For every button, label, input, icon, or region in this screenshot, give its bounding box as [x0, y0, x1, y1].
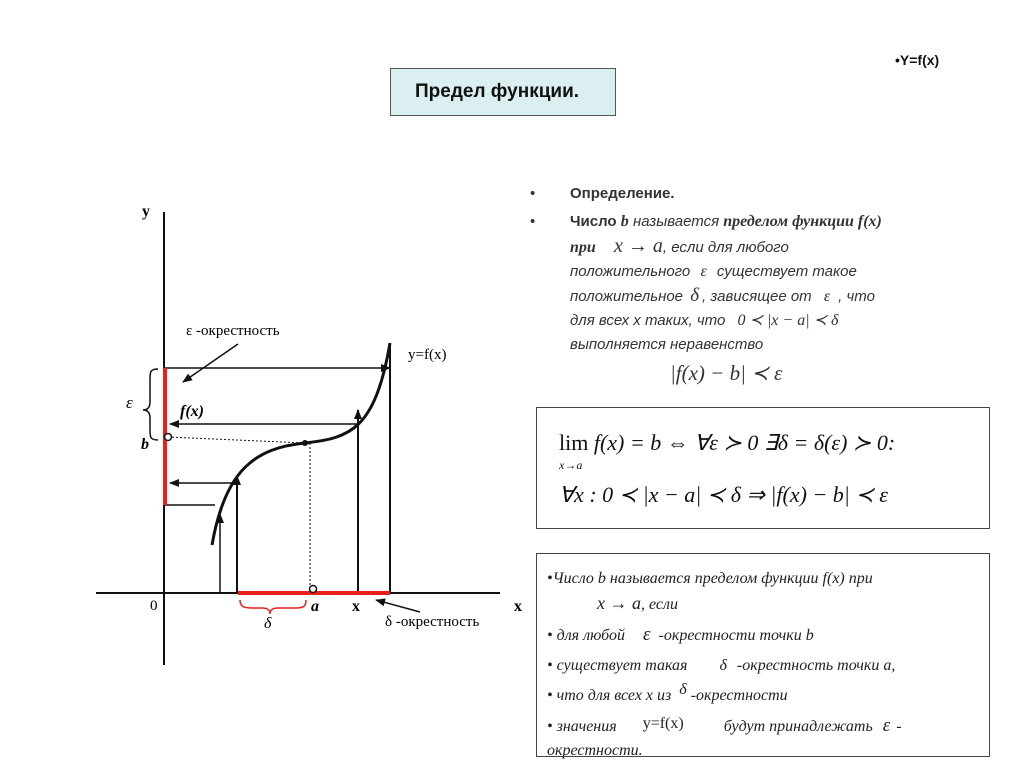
delta-brace [239, 599, 307, 615]
prop-line-2: • для любой ε -окрестности точки b [547, 620, 979, 651]
formula-lim: lim [559, 430, 589, 455]
prop-5c: - [896, 718, 902, 735]
properties-box: •Число b называется пределом функции f(x… [536, 553, 990, 759]
def-x-to-a: x → a [613, 235, 663, 257]
def-called: называется [632, 213, 720, 230]
definition-block: • Определение. • Число b называется пред… [530, 182, 980, 385]
def-limit-phrase: пределом функции f(x) [723, 213, 882, 230]
prop-5-eps: ε [882, 715, 891, 736]
delta-annotation-arrow [375, 598, 421, 613]
definition-text: • Число b называется пределом функции f(… [530, 210, 980, 385]
prop-2-eps: ε [643, 624, 651, 645]
prop-line-3: • существует такая δ -окрестность точки a… [547, 651, 979, 681]
point-a [308, 584, 318, 594]
formula-lim-sub: x→a [559, 458, 583, 472]
point-b [163, 432, 173, 442]
prop-2b: -окрестности точки b [658, 627, 814, 644]
formula-line-1: lim x→a f(x) = b ⇔ ∀ε ≻ 0 ∃δ = δ(ε) ≻ 0: [559, 430, 896, 472]
formula-line-2: ∀x : 0 ≺ |x − a| ≺ δ ⇒ |f(x) − b| ≺ ε [559, 482, 888, 507]
def-line2b: существует такое [716, 263, 857, 280]
prop-4-delta: δ [679, 681, 687, 698]
def-line3b: , зависящее от [702, 288, 812, 305]
prop-line-1: •Число b называется пределом функции f(x… [547, 564, 979, 594]
prop-2a: • для любой [547, 627, 625, 644]
def-intro: Число [570, 213, 617, 230]
curve-label: y=f(x) [408, 347, 446, 363]
corner-label: •Y=f(x) [895, 52, 940, 68]
def-at: при [570, 239, 596, 256]
def-line3c: , что [838, 288, 875, 305]
formula-box: lim x→a f(x) = b ⇔ ∀ε ≻ 0 ∃δ = δ(ε) ≻ 0:… [536, 407, 990, 529]
b-label: b [141, 436, 149, 453]
def-b: b [620, 213, 629, 230]
page-title: Предел функции. [390, 68, 616, 116]
def-line1-rest: , если для любого [662, 239, 789, 256]
dotted-guide-h [167, 436, 306, 444]
bullet: • [530, 213, 536, 230]
a-label: a [311, 598, 319, 615]
prop-5-fx: y=f(x) [642, 715, 684, 732]
fx-label: f(x) [180, 403, 204, 420]
page-title-text: Предел функции. [415, 81, 580, 102]
prop-5b: будут принадлежать [723, 718, 873, 735]
def-line4a: для всех x таких, что [570, 312, 726, 329]
def-eps: ε [700, 263, 707, 280]
prop-1a: •Число b называется пределом функции f(x… [547, 570, 873, 587]
definition-heading: Определение. [570, 185, 675, 202]
def-delta: δ [690, 285, 700, 306]
eps-brace [142, 368, 159, 441]
prop-3a: • существует такая [547, 657, 688, 674]
prop-3b: -окрестность точки a, [736, 657, 896, 674]
limit-graph: y x 0 b f(x) y=f(x) ε ε -окрестность a x… [96, 203, 522, 665]
prop-line-4: • что для всех x из δ-окрестности [547, 681, 979, 711]
eps-annotation-arrow [182, 343, 239, 383]
formula-line-1-text: f(x) = b ⇔ ∀ε ≻ 0 ∃δ = δ(ε) ≻ 0: [593, 430, 896, 455]
def-line3a: положительное [570, 288, 684, 305]
def-eps-2: ε [823, 288, 831, 305]
prop-3-delta: δ [719, 657, 727, 674]
prop-4a: • что для всех x из [547, 687, 672, 704]
prop-4b: -окрестности [690, 687, 788, 704]
eps-neighborhood-label: ε -окрестность [186, 323, 280, 339]
definition-heading-row: • Определение. [530, 182, 980, 206]
def-inequality: |f(x) − b| ≺ ε [670, 361, 783, 385]
y-axis-label: y [142, 203, 150, 220]
x-axis-label: x [514, 598, 522, 615]
prop-1c: , если [641, 596, 678, 613]
function-curve [210, 342, 392, 546]
prop-1b: x → a [597, 593, 641, 613]
delta-neighborhood-label: δ -окрестность [385, 614, 479, 630]
x-point-label: x [352, 598, 360, 615]
prop-line-1b: x → a, если [547, 588, 979, 620]
def-line5: выполняется неравенство [570, 336, 764, 353]
bullet: • [530, 185, 536, 202]
prop-line-5: • значения y=f(x) будут принадлежать ε- [547, 711, 979, 742]
prop-line-6: окрестности. [547, 742, 643, 759]
delta-symbol: δ [264, 615, 272, 632]
def-line2a: положительного [570, 263, 691, 280]
prop-5a: • значения [547, 718, 617, 735]
eps-symbol: ε [126, 393, 133, 412]
point-on-curve [302, 440, 308, 446]
origin-label: 0 [150, 598, 158, 614]
def-condition: 0 ≺ |x − a| ≺ δ [737, 312, 839, 329]
